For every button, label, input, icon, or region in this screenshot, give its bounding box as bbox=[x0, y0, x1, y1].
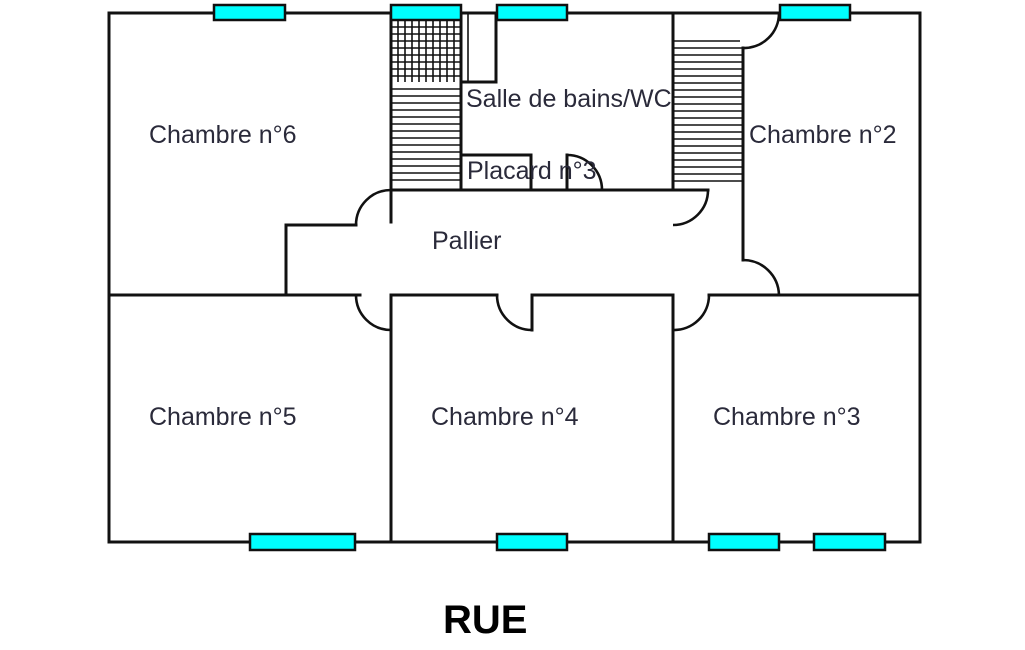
door-stair2[interactable] bbox=[672, 189, 710, 227]
label-chambre-3: Chambre n°3 bbox=[713, 403, 861, 431]
label-chambre-4: Chambre n°4 bbox=[431, 403, 579, 431]
staircase-1 bbox=[391, 20, 461, 181]
label-pallier: Pallier bbox=[432, 227, 501, 255]
window-chambre-3-a bbox=[707, 532, 781, 552]
door-chambre-4[interactable] bbox=[495, 294, 533, 332]
windows bbox=[212, 3, 887, 552]
label-placard-3: Placard n°3 bbox=[467, 157, 597, 185]
window-chambre-6 bbox=[212, 3, 287, 22]
door-chambre-5[interactable] bbox=[354, 294, 392, 332]
door-chambre-2-pallier[interactable] bbox=[742, 258, 781, 296]
window-chambre-5 bbox=[248, 532, 357, 552]
street-label: RUE bbox=[443, 598, 527, 642]
door-chambre-3[interactable] bbox=[672, 294, 711, 332]
label-chambre-6: Chambre n°6 bbox=[149, 121, 297, 149]
door-salle-de-bains[interactable] bbox=[566, 153, 604, 191]
window-chambre-2 bbox=[778, 3, 852, 22]
window-stair-1 bbox=[389, 3, 463, 22]
room-labels: Chambre n°6 Salle de bains/WC Chambre n°… bbox=[149, 85, 897, 431]
window-chambre-4 bbox=[495, 532, 569, 552]
staircase-2 bbox=[673, 40, 743, 182]
label-chambre-5: Chambre n°5 bbox=[149, 403, 297, 431]
door-chambre-6[interactable] bbox=[354, 188, 392, 226]
doors bbox=[354, 12, 781, 332]
label-salle-de-bains: Salle de bains/WC bbox=[466, 85, 672, 113]
label-chambre-2: Chambre n°2 bbox=[749, 121, 897, 149]
window-chambre-3-b bbox=[812, 532, 887, 552]
door-chambre-2-top[interactable] bbox=[742, 12, 781, 50]
window-salle-de-bains bbox=[495, 3, 569, 22]
